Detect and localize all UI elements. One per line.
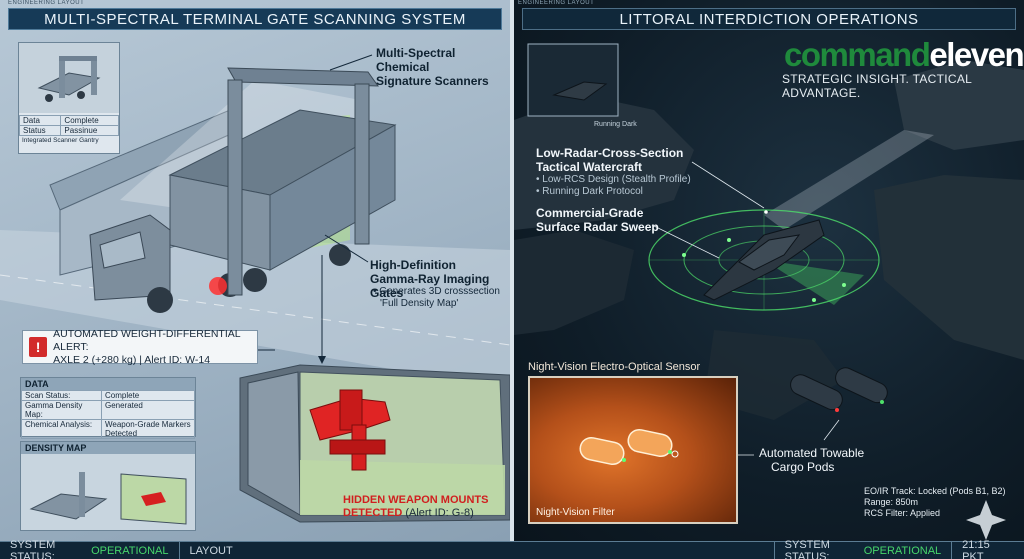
radar-callout: Commercial-Grade Surface Radar Sweep — [536, 206, 659, 234]
pods-callout: Automated Towable Cargo Pods — [759, 446, 865, 474]
left-panel: ENGINEERING LAYOUT MULTI-SPECTRAL TERMIN… — [0, 0, 510, 541]
nv-sensor-title: Night-Vision Electro-Optical Sensor — [528, 361, 701, 373]
nv-pods-image — [579, 428, 679, 466]
panel-divider — [510, 0, 514, 541]
data-table: Scan Status:Complete Gamma Density Map:G… — [21, 390, 195, 439]
layout-label: LAYOUT — [180, 541, 775, 559]
right-panel: ENGINEERING LAYOUT LITTORAL INTERDICTION… — [514, 0, 1024, 541]
watercraft-bullets: • Low-RCS Design (Stealth Profile) • Run… — [536, 174, 691, 197]
weight-alert: ! AUTOMATED WEIGHT-DIFFERENTIAL ALERT: A… — [22, 328, 258, 366]
status-bar: SYSTEM STATUS:OPERATIONAL LAYOUT SYSTEM … — [0, 538, 1024, 559]
density-map-box: DENSITY MAP — [20, 441, 196, 531]
gamma-callout-title: High-Definition Gamma-Ray Imaging Gates — [370, 258, 490, 300]
density-map-thumbnail — [21, 454, 195, 530]
night-vision-view: Night-Vision Filter — [528, 376, 738, 524]
clock: 21:15 PKT — [962, 538, 990, 559]
track-readout: EO/IR Track: Locked (Pods B1, B2) Range:… — [864, 486, 1006, 518]
alert-icon: ! — [29, 337, 48, 357]
engineering-tag: ENGINEERING LAYOUT — [518, 0, 595, 6]
panel-title: LITTORAL INTERDICTION OPERATIONS — [522, 8, 1016, 30]
brand-logo: commandeleven — [784, 36, 1024, 73]
engineering-tag: ENGINEERING LAYOUT — [8, 0, 85, 6]
scanner-illustration — [0, 54, 510, 523]
watercraft-illustration — [514, 43, 1024, 540]
brand-tagline: STRATEGIC INSIGHT. TACTICAL ADVANTAGE. — [782, 72, 972, 100]
scanners-callout: Multi-Spectral Chemical Signature Scanne… — [376, 46, 489, 88]
watercraft-callout: Low-Radar-Cross-Section Tactical Watercr… — [536, 146, 684, 174]
gantry-caption: Integrated Scanner Gantry — [22, 137, 99, 144]
panel-title: MULTI-SPECTRAL TERMINAL GATE SCANNING SY… — [8, 8, 502, 30]
compass-star-icon — [966, 500, 1006, 540]
weapon-callout: HIDDEN WEAPON MOUNTS DETECTED (Alert ID:… — [343, 494, 489, 519]
gamma-callout-sub: • Generates 3D crosssection 'Full Densit… — [373, 286, 500, 309]
system-status-left: SYSTEM STATUS:OPERATIONAL — [0, 539, 180, 559]
nv-filter-label: Night-Vision Filter — [536, 507, 615, 518]
inset-caption: Running Dark — [594, 121, 637, 128]
system-status-right: SYSTEM STATUS:OPERATIONAL — [775, 539, 953, 559]
gantry-thumbnail — [19, 43, 119, 113]
data-box: DATA Scan Status:Complete Gamma Density … — [20, 377, 196, 439]
